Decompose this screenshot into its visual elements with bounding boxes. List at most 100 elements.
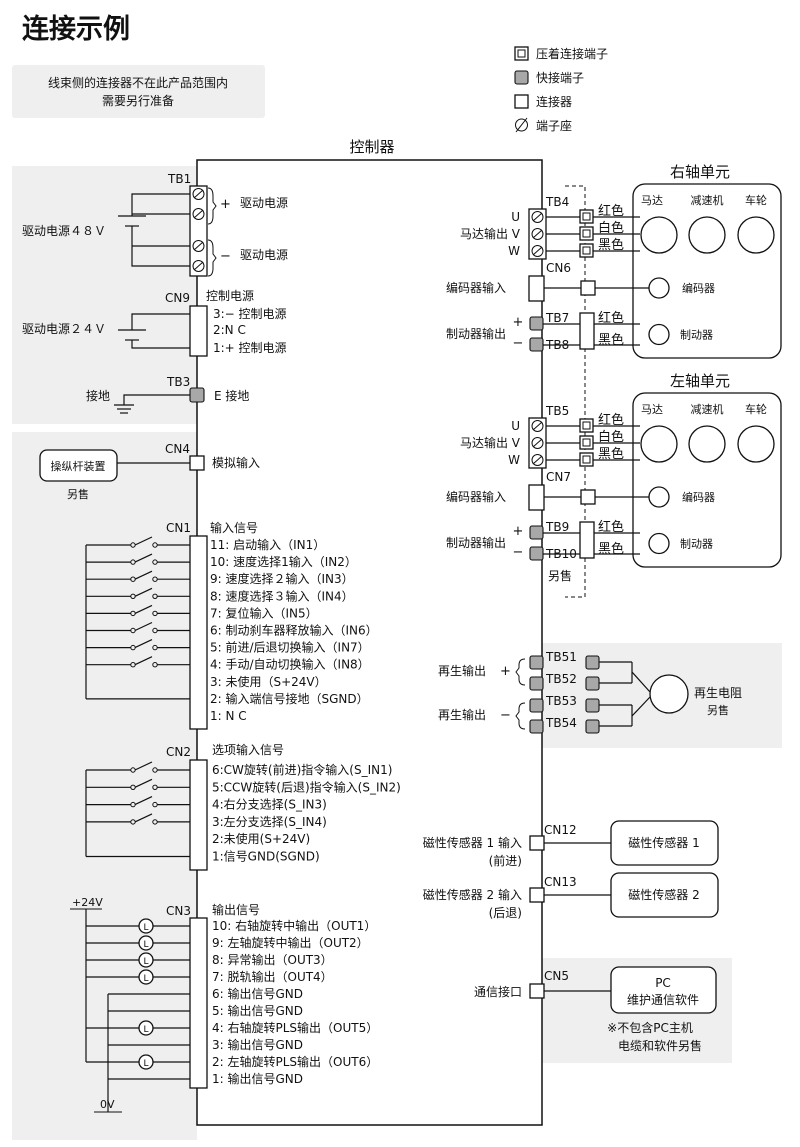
brake-out-label: 制动器输出 [446,326,506,341]
cn2-group: CN2 选项输入信号 6:CW旋转(前进)指令输入(S_IN1)5:CCW旋转(… [85,742,401,871]
cn2-pin-label: 5:CCW旋转(后退)指令输入(S_IN2) [212,779,401,794]
cn3-pin-label: 3: 输出信号GND [212,1037,303,1052]
cn3-pin-label: 2: 左轴旋转PLS输出（OUT6） [212,1054,378,1069]
brake-plus: + [513,524,524,539]
sensor1-dir-label: (前进) [489,853,522,868]
cn3-pin-label: 6: 输出信号GND [212,986,303,1001]
wire-color-label: 黑色 [598,237,624,253]
brake-minus: − [513,336,524,351]
comm-port-label: 通信接口 [474,984,522,999]
tb1-group: TB1 + 驱动电源 − 驱动电源 驱动电源４８Ｖ [22,172,288,277]
cn9-pin-2: 2:N C [213,323,246,337]
cn3-title: 输出信号 [212,902,260,917]
sensor1-input-label: 磁性传感器 1 输入 [423,835,522,850]
note-line-2: 需要另行准备 [102,94,174,108]
regen-out-plus-label: 再生输出 [438,663,486,678]
brake-tb-plus-label: TB7 [545,311,569,325]
comm-note-2: 电缆和软件另售 [618,1038,702,1053]
phase-label: U [511,419,520,433]
drive-48v-label: 驱动电源４８Ｖ [22,224,106,238]
regen-minus: − [500,708,511,723]
encoder-label: 编码器 [682,281,715,295]
cn3-pin-label: 5: 输出信号GND [212,1003,303,1018]
lamp-label: L [143,957,148,967]
brake-minus: − [513,545,524,560]
connector-icon [514,94,529,109]
encoder-label: 编码器 [682,490,715,504]
tb1-minus-label: 驱动电源 [240,248,288,262]
cn1-pin-label: 6: 制动刹车器释放输入（IN6） [210,623,378,638]
motor-icon [640,216,678,254]
comm-group: CN5 通信接口 PC 维护通信软件 ※不包含PC主机 电缆和软件另售 [474,966,717,1053]
crimp-terminal-icon [514,46,529,61]
right-unit-title: 右轴单元 [670,163,730,181]
wire-color-label: 黑色 [598,446,624,462]
cn2-pin-label: 6:CW旋转(前进)指令输入(S_IN1) [212,762,392,777]
wheel-icon [737,216,775,254]
tb1-plus: + [220,197,231,212]
tb54-label: TB54 [545,716,577,730]
joystick-device-box [39,449,118,482]
reducer-icon [688,425,726,463]
encoder-icon [648,486,670,508]
regen-resistor-label: 再生电阻 [694,686,742,700]
cn2-pin-label: 2:未使用(S+24V) [212,831,310,846]
phase-label: W [508,453,520,467]
cn3-pin-label: 9: 左轴旋转中输出（OUT2） [212,935,369,950]
lamp-label: L [143,1025,148,1035]
encoder-in-label: 编码器输入 [446,280,506,295]
pc-label: PC [655,976,671,990]
cn12-label: CN12 [544,823,577,837]
phase-label: V [512,227,521,241]
io-section-bg [12,432,197,1140]
controller-box [196,159,543,1126]
quick-terminal-icon [514,70,529,85]
cn4-group: CN4 模拟输入 操纵杆装置 另售 [39,442,260,501]
motor-label: 马达 [641,194,663,207]
pc-box [610,966,717,1014]
pc-software-label: 维护通信软件 [627,993,699,1007]
motor-tb-label: TB4 [545,195,569,209]
note-line-1: 线束侧的连接器不在此产品范围内 [48,75,228,90]
cn9-pin-3: 3:− 控制电源 [213,307,287,321]
cn2-title: 选项输入信号 [212,742,284,757]
tb1-minus: − [220,249,231,264]
encoder-cn-label: CN6 [546,261,571,275]
page-title: 连接示例 [22,13,130,45]
cn9-label: CN9 [165,291,190,305]
brake-tb-plus-label: TB9 [545,520,569,534]
phase-label: V [512,436,521,450]
cn5-label: CN5 [544,969,569,983]
reducer-icon [688,216,726,254]
brake-black-label: 黑色 [598,332,624,348]
encoder-cn-label: CN7 [546,470,571,484]
cn1-group: CN1 输入信号 11: 启动输入（IN1）10: 速度选择1输入（IN2）9:… [85,520,378,730]
tb3-earth-label: E 接地 [214,388,249,403]
lamp-label: L [143,974,148,984]
tb3-label: TB3 [166,375,190,389]
cn9-pin-1: 1:+ 控制电源 [213,341,287,355]
cn1-pin-label: 9: 速度选择２输入（IN3） [210,571,354,586]
cn3-pin-label: 4: 右轴旋转PLS输出（OUT5） [212,1020,378,1035]
cn3-pin-label: 1: 输出信号GND [212,1071,303,1086]
wheel-icon [737,425,775,463]
terminal-block-icon [515,118,528,132]
sensor1-label: 磁性传感器 1 [628,835,699,850]
tb1-label: TB1 [167,172,191,186]
tb3-group: TB3 E 接地 接地 [86,375,249,414]
cn9-group: CN9 控制电源 3:− 控制电源 2:N C 1:+ 控制电源 驱动电源２４Ｖ [22,289,287,357]
cn13-label: CN13 [544,875,577,889]
motor-icon [640,425,678,463]
cn1-pin-label: 5: 前进/后退切换输入（IN7） [210,640,370,655]
legend-connector-label: 连接器 [536,94,572,109]
sensor2-box [610,872,719,918]
cn1-title: 输入信号 [210,520,258,535]
drive-24v-label: 驱动电源２４Ｖ [22,322,106,336]
reducer-label: 减速机 [691,402,724,416]
joystick-device-label: 操纵杆装置 [51,459,106,473]
sensor2-label: 磁性传感器 2 [628,887,699,902]
sensor2-dir-label: (后退) [489,906,522,920]
motor-out-label: 马达输出 [460,435,508,450]
cn1-pin-label: 11: 启动输入（IN1） [210,537,325,552]
